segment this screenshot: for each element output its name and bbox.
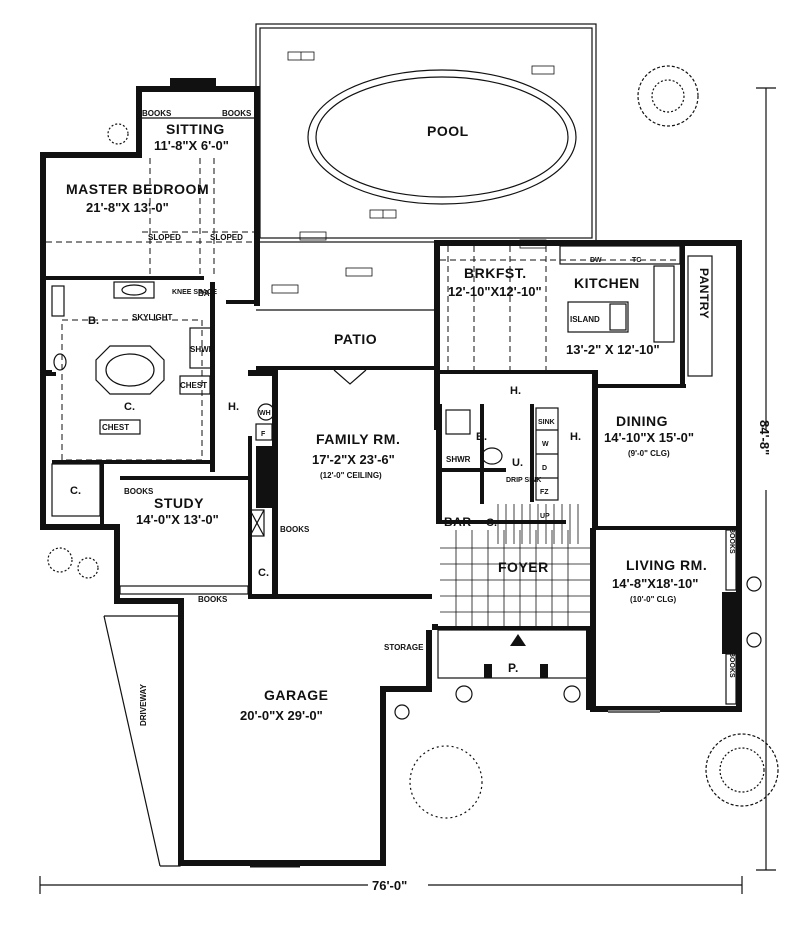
sloped-label-1: SLOPED	[148, 233, 181, 242]
kitchen-label: KITCHEN	[574, 275, 640, 291]
breakfast-label: BRKFST.	[464, 265, 527, 281]
exterior-walls	[40, 78, 742, 866]
living-books-label-2: BOOKS	[728, 652, 735, 678]
study-books-bottom-label: BOOKS	[198, 595, 228, 604]
bar-small-label: BAR	[198, 289, 216, 298]
washer-label: W	[542, 441, 549, 448]
chest-label: CHEST	[180, 381, 207, 390]
dining-label: DINING	[616, 413, 668, 429]
porch-label: P.	[508, 661, 519, 675]
hall-label-1: H.	[228, 401, 239, 413]
stairs-up-label: UP	[540, 513, 550, 520]
garage-dim: 20'-0"X 29'-0"	[240, 708, 323, 723]
master-bedroom-label: MASTER BEDROOM	[66, 181, 209, 197]
trash-compactor-label: TC	[632, 257, 641, 264]
garage-label: GARAGE	[264, 687, 328, 703]
breakfast-dim: 12'-10"X12'-10"	[448, 284, 542, 299]
drip-sink-label: DRIP SINK	[506, 477, 541, 484]
water-heater-label: WH	[259, 410, 271, 417]
bath-2-label: B.	[476, 431, 487, 443]
island-label: ISLAND	[570, 315, 600, 324]
living-room-dim: 14'-8"X18'-10"	[612, 576, 698, 591]
foyer-label: FOYER	[498, 559, 549, 575]
skylight-label: SKYLIGHT	[132, 313, 173, 322]
living-books-label-1: BOOKS	[728, 528, 735, 554]
family-room-dim: 17'-2"X 23'-6"	[312, 452, 395, 467]
pool-area	[255, 23, 597, 294]
sitting-label: SITTING	[166, 121, 225, 137]
hall-label-3: H.	[570, 431, 581, 443]
patio-label: PATIO	[334, 331, 377, 347]
master-bedroom-dim: 21'-8"X 13'-0"	[86, 200, 169, 215]
storage-label: STORAGE	[384, 643, 424, 652]
sloped-label-2: SLOPED	[210, 233, 243, 242]
study-label: STUDY	[154, 495, 204, 511]
sink-label: SINK	[538, 419, 555, 426]
furnace-label: F	[261, 431, 266, 438]
overall-width-label: 76'-0"	[372, 878, 407, 893]
foyer-closet-label: C.	[486, 517, 497, 529]
study-books-label: BOOKS	[124, 487, 154, 496]
master-bath-label: B.	[88, 315, 99, 327]
family-books-label: BOOKS	[280, 525, 310, 534]
shower-label-2: SHWR	[446, 455, 471, 464]
sitting-dim: 11'-8"X 6'-0"	[154, 138, 229, 153]
bar-label: BAR	[444, 515, 472, 529]
utility-label: U.	[512, 457, 523, 469]
room-labels: SITTING 11'-8"X 6'-0" BOOKS BOOKS MASTER…	[66, 109, 735, 726]
hall-label-2: H.	[510, 385, 521, 397]
closet-label-2: C.	[70, 485, 81, 497]
interior-walls	[42, 276, 742, 710]
dishwasher-label: DW	[590, 257, 602, 264]
driveway-label: DRIVEWAY	[139, 683, 148, 726]
dryer-label: D	[542, 465, 547, 472]
detail-lines	[46, 117, 737, 868]
master-closet-label: C.	[124, 401, 135, 413]
living-room-label: LIVING RM.	[626, 557, 707, 573]
dining-note: (9'-0" CLG)	[628, 449, 670, 458]
freezer-label: FZ	[540, 489, 549, 496]
living-room-note: (10'-0" CLG)	[630, 595, 676, 604]
dining-dim: 14'-10"X 15'-0"	[604, 430, 694, 445]
sitting-books-left: BOOKS	[142, 109, 172, 118]
chest-label-2: CHEST	[102, 423, 129, 432]
study-closet-label: C.	[258, 567, 269, 579]
knee-space-label: KNEE SPACE	[172, 289, 217, 296]
study-dim: 14'-0"X 13'-0"	[136, 512, 219, 527]
overall-depth-label: 84'-8"	[757, 420, 772, 455]
dimension-labels: 76'-0" 84'-8"	[368, 420, 776, 894]
landscape-trees	[47, 65, 779, 819]
sitting-books-right: BOOKS	[222, 109, 252, 118]
pantry-label: PANTRY	[697, 268, 711, 319]
family-room-note: (12'-0" CEILING)	[320, 471, 382, 480]
kitchen-dim: 13'-2" X 12'-10"	[566, 342, 660, 357]
pool-label: POOL	[427, 123, 469, 139]
family-room-label: FAMILY RM.	[316, 431, 400, 447]
shower-label: SHWR	[190, 345, 215, 354]
